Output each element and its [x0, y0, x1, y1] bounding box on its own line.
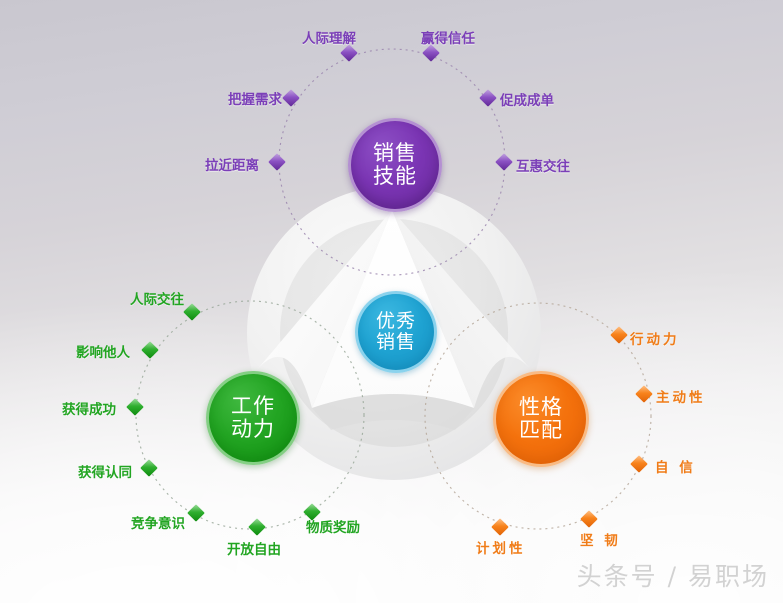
node-marker-personality-3[interactable]	[630, 455, 648, 473]
node-label-personality-1: 行动力	[630, 332, 680, 348]
hub-personality-match[interactable]: 性格 匹配	[493, 371, 589, 467]
node-marker-skill-3[interactable]	[282, 89, 300, 107]
hub-personality-match-line2: 匹配	[519, 418, 563, 442]
node-label-personality-4: 坚 韧	[580, 533, 621, 549]
hub-work-motivation-line2: 动力	[231, 417, 275, 441]
hub-excellent-sales-line2: 销售	[375, 331, 416, 353]
node-marker-skill-2[interactable]	[422, 44, 440, 62]
watermark: 头条号 / 易职场	[576, 562, 769, 591]
node-marker-skill-4[interactable]	[479, 89, 497, 107]
node-label-motivation-5: 竞争意识	[131, 516, 185, 532]
node-label-skill-1: 人际理解	[302, 31, 356, 47]
hub-excellent-sales-line1: 优秀	[375, 310, 416, 333]
node-marker-motivation-4[interactable]	[140, 459, 158, 477]
hub-work-motivation[interactable]: 工作 动力	[206, 371, 300, 465]
triangle-segment-left	[256, 210, 392, 408]
node-marker-skill-6[interactable]	[495, 153, 513, 171]
node-label-motivation-1: 人际交往	[130, 292, 184, 308]
node-label-motivation-4: 获得认同	[78, 465, 132, 481]
hub-work-motivation-line1: 工作	[231, 394, 275, 419]
node-label-skill-2: 赢得信任	[421, 31, 475, 47]
node-label-motivation-7: 物质奖励	[306, 520, 360, 536]
hub-sales-skill[interactable]: 销售 技能	[348, 118, 442, 212]
node-label-skill-4: 促成成单	[500, 93, 554, 109]
node-marker-personality-5[interactable]	[491, 518, 509, 536]
node-label-skill-5: 拉近距离	[205, 158, 259, 174]
node-label-skill-3: 把握需求	[228, 92, 282, 108]
node-label-motivation-2: 影响他人	[76, 345, 130, 361]
hub-sales-skill-line2: 技能	[373, 164, 417, 188]
node-marker-motivation-7[interactable]	[303, 503, 321, 521]
node-marker-motivation-3[interactable]	[126, 398, 144, 416]
triangle-base-shadow	[312, 394, 474, 430]
node-marker-skill-1[interactable]	[340, 44, 358, 62]
node-marker-motivation-1[interactable]	[183, 303, 201, 321]
arc-personality	[424, 302, 652, 530]
hub-excellent-sales[interactable]: 优秀 销售	[355, 291, 437, 373]
arc-motivation	[135, 300, 365, 530]
node-marker-motivation-6[interactable]	[248, 518, 266, 536]
node-label-personality-2: 主动性	[656, 390, 706, 406]
node-marker-motivation-5[interactable]	[187, 504, 205, 522]
node-label-personality-5: 计划性	[476, 541, 526, 557]
node-marker-skill-5[interactable]	[268, 153, 286, 171]
node-marker-personality-2[interactable]	[635, 385, 653, 403]
hub-personality-match-line1: 性格	[519, 395, 563, 420]
node-label-skill-6: 互惠交往	[516, 159, 570, 175]
node-label-personality-3: 自 信	[655, 460, 696, 476]
node-label-motivation-3: 获得成功	[62, 402, 116, 418]
node-label-motivation-6: 开放自由	[227, 542, 281, 558]
node-marker-personality-4[interactable]	[580, 510, 598, 528]
node-markers	[126, 44, 653, 536]
hub-sales-skill-line1: 销售	[373, 141, 417, 166]
node-marker-motivation-2[interactable]	[141, 341, 159, 359]
triangle-segment-right	[392, 210, 532, 408]
node-marker-personality-1[interactable]	[610, 326, 628, 344]
